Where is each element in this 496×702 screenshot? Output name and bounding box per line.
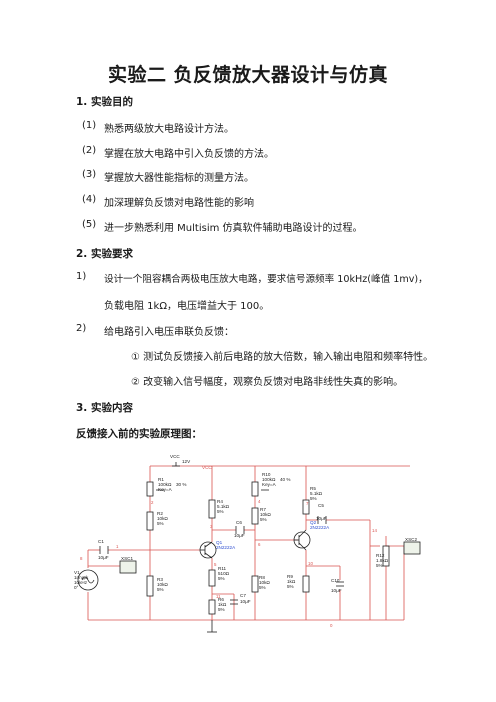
r4-value: 5.1kΩ [217, 504, 230, 509]
q2-name: Q2 [310, 520, 317, 525]
vcc-net-label: VCC [202, 465, 212, 470]
q2-model: 2N2222A [310, 525, 330, 530]
r2-tolerance: 5% [157, 521, 164, 526]
node-7-label: 7 [306, 501, 309, 506]
r1-key: Key=A [158, 487, 173, 492]
r7-value: 10kΩ [260, 512, 271, 517]
schematic-caption: 反馈接入前的实验原理图： [76, 428, 202, 440]
requirement-1-number: 1) [76, 271, 87, 282]
r12-tolerance: 5% [376, 563, 383, 568]
r10-percent: 40 % [280, 477, 290, 482]
node-14-label: 14 [372, 528, 377, 533]
r9-value: 1kΩ [287, 579, 296, 584]
node-3-label: 3 [210, 524, 213, 529]
r10-key: Key=A [262, 482, 277, 487]
item-3-number: (3) [82, 169, 97, 180]
r12-value: 1.8kΩ [376, 558, 389, 563]
r11-value: 510Ω [218, 571, 230, 576]
item-3-text: 掌握放大器性能指标的测量方法。 [104, 173, 254, 184]
section-2-heading: 2. 实验要求 [76, 248, 133, 260]
r3-name: R3 [157, 577, 163, 582]
r12-name: R12 [376, 553, 385, 558]
node-0-label: 0 [330, 623, 333, 628]
section-1-heading: 1. 实验目的 [76, 96, 133, 108]
item-4-text: 加深理解负反馈对电路性能的影响 [104, 198, 254, 209]
r1-name: R1 [158, 477, 164, 482]
node-8-label: 8 [80, 556, 83, 561]
r9-name: R9 [287, 574, 293, 579]
item-5-number: (5) [82, 219, 97, 230]
v1-amplitude: 1mVpk [74, 575, 89, 580]
requirement-2-sub-2: ② 改变输入信号幅度，观察负反馈对电路非线性失真的影响。 [131, 377, 404, 388]
c5-value: 10μF [316, 516, 327, 521]
r7-name: R7 [260, 507, 266, 512]
r11-tolerance: 5% [218, 576, 225, 581]
node-10-label: 10 [308, 561, 313, 566]
c1-value: 10μF [98, 555, 109, 560]
page-title: 实验二 负反馈放大器设计与仿真 [107, 64, 389, 86]
vcc-label: VCC [170, 454, 180, 459]
r5-tolerance: 5% [310, 496, 317, 501]
r5-name: R5 [310, 486, 316, 491]
node-11-label: 11 [216, 594, 221, 599]
q1-name: Q1 [216, 540, 223, 545]
vcc-value: 12V [182, 459, 191, 464]
item-2-number: (2) [82, 145, 97, 156]
section-3-heading: 3. 实验内容 [76, 402, 133, 414]
v1-frequency: 10kHz [74, 580, 88, 585]
node-2-label: 2 [151, 500, 154, 505]
r1-percent: 30 % [176, 482, 186, 487]
requirement-2-number: 2) [76, 323, 87, 334]
requirement-2-sub-1: ① 测试负反馈接入前后电路的放大倍数，输入输出电阻和频率特性。 [131, 352, 434, 363]
r10-name: R10 [262, 472, 271, 477]
r3-tolerance: 5% [157, 587, 164, 592]
xsc2-label: XSC2 [405, 537, 417, 542]
node-1-label: 1 [116, 544, 119, 549]
xsc1-label: XSC1 [121, 556, 133, 561]
c7-value: 10μF [240, 599, 251, 604]
requirement-2-text: 给电路引入电压串联负反馈： [104, 327, 234, 338]
r10-value: 100kΩ [262, 477, 276, 482]
requirement-1-line-2: 负载电阻 1kΩ，电压增益大于 100。 [104, 301, 270, 312]
r4-tolerance: 5% [217, 509, 224, 514]
r8-value: 10kΩ [259, 580, 270, 585]
c10-name: C10 [331, 578, 340, 583]
v1-phase: 0° [74, 585, 79, 590]
c10-value: 10μF [331, 588, 342, 593]
item-2-text: 掌握在放大电路中引入负反馈的方法。 [104, 149, 274, 160]
item-5-text: 进一步熟悉利用 Multisim 仿真软件辅助电路设计的过程。 [104, 223, 363, 234]
r8-tolerance: 5% [259, 585, 266, 590]
c1-name: C1 [98, 539, 104, 544]
r11-name: R11 [218, 566, 227, 571]
node-6-label: 6 [258, 542, 261, 547]
item-1-text: 熟悉两级放大电路设计方法。 [104, 124, 234, 135]
q1-model: 2N2222A [216, 545, 236, 550]
r5-value: 5.1kΩ [310, 491, 323, 496]
r8-name: R8 [259, 575, 265, 580]
c6-value: 10μF [234, 533, 245, 538]
c7-name: C7 [240, 593, 246, 598]
item-1-number: (1) [82, 120, 97, 131]
r6-tolerance: 5% [218, 607, 225, 612]
c5-name: C5 [318, 503, 324, 508]
r7-tolerance: 5% [260, 517, 267, 522]
node-4-label: 4 [258, 499, 261, 504]
r3-value: 10kΩ [157, 582, 168, 587]
r2-name: R2 [157, 511, 163, 516]
r6-value: 1kΩ [218, 602, 227, 607]
r9-tolerance: 5% [287, 584, 294, 589]
node-5-label: 5 [214, 562, 217, 567]
requirement-1-line-1: 设计一个阻容耦合两极电压放大电路，要求信号源频率 10kHz(峰值 1mv)， [104, 274, 428, 285]
r2-value: 10kΩ [157, 516, 168, 521]
r6-name: R6 [218, 597, 224, 602]
item-4-number: (4) [82, 194, 97, 205]
r1-value: 100kΩ [158, 482, 172, 487]
v1-name: V1 [74, 570, 80, 575]
r4-name: R4 [217, 499, 223, 504]
c6-name: C6 [236, 520, 242, 525]
